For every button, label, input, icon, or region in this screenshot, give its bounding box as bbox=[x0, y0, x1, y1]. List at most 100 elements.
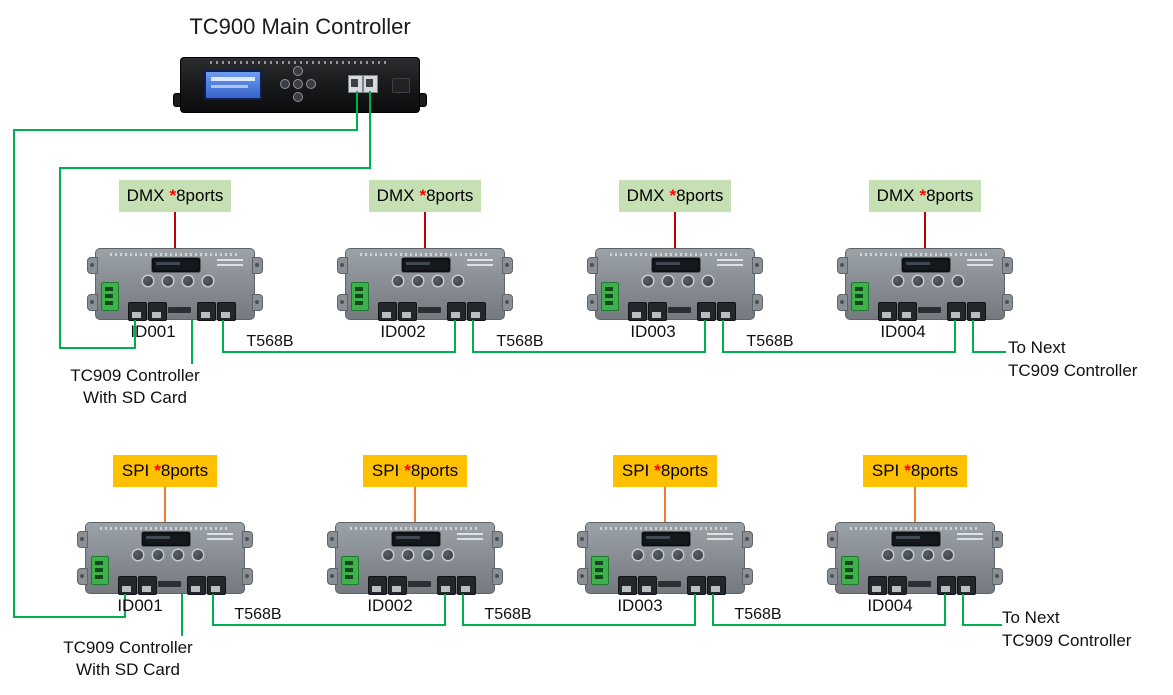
dmx-ports-label: DMX*8ports bbox=[119, 180, 231, 212]
device-id-label: ID002 bbox=[367, 596, 413, 615]
ethernet-port bbox=[368, 576, 387, 595]
cable-type-label: T568B bbox=[746, 333, 794, 350]
device-button bbox=[393, 276, 403, 286]
cable-type-label: T568B bbox=[734, 606, 782, 623]
device-brand-print bbox=[457, 531, 483, 540]
mounting-tab bbox=[87, 294, 98, 311]
device-top-print bbox=[360, 253, 490, 256]
spi-ports-label: SPI*8ports bbox=[363, 455, 467, 487]
device-id-label: ID004 bbox=[867, 596, 913, 615]
mounting-tab bbox=[587, 257, 598, 274]
device-button bbox=[383, 550, 393, 560]
sd-card-slot bbox=[918, 307, 941, 313]
sd-card-slot bbox=[158, 581, 181, 587]
device-top-print bbox=[860, 253, 990, 256]
dmx-label-connectors bbox=[174, 212, 926, 248]
device-display bbox=[392, 532, 440, 546]
dmx-ports-label: DMX*8ports bbox=[369, 180, 481, 212]
device-top-print bbox=[210, 61, 390, 64]
dmx-ports-label: DMX*8ports bbox=[869, 180, 981, 212]
mounting-tab bbox=[992, 568, 1003, 585]
mounting-tab bbox=[587, 294, 598, 311]
ethernet-port bbox=[618, 576, 637, 595]
ethernet-port bbox=[187, 576, 206, 595]
device-button bbox=[923, 550, 933, 560]
ethernet-port bbox=[148, 302, 167, 321]
cable-type-label: T568B bbox=[484, 606, 532, 623]
port-label-text: SPI bbox=[371, 461, 400, 480]
mounting-tab bbox=[242, 531, 253, 548]
port-label-star: * bbox=[404, 461, 411, 480]
device-button bbox=[307, 80, 315, 88]
ethernet-port bbox=[898, 302, 917, 321]
device-button bbox=[133, 550, 143, 560]
mounting-tab bbox=[77, 568, 88, 585]
device-brand-print bbox=[717, 257, 743, 266]
device-button bbox=[443, 550, 453, 560]
tc909-controller-device bbox=[337, 248, 513, 321]
to-next-controller-label: To Next TC909 Controller bbox=[1002, 606, 1131, 652]
spi-ports-label: SPI*8ports bbox=[613, 455, 717, 487]
device-button bbox=[943, 550, 953, 560]
device-body bbox=[335, 522, 495, 595]
device-button bbox=[653, 550, 663, 560]
ethernet-port bbox=[348, 75, 363, 93]
first-device-note: TC909 Controller With SD Card bbox=[40, 365, 230, 409]
port-label-text: 8ports bbox=[910, 461, 959, 480]
ethernet-port bbox=[717, 302, 736, 321]
ethernet-port bbox=[118, 576, 137, 595]
to-next-line1: To Next bbox=[1002, 608, 1060, 627]
mounting-tab bbox=[837, 257, 848, 274]
port-label-text: 8ports bbox=[426, 186, 474, 205]
ethernet-port bbox=[467, 302, 486, 321]
device-body bbox=[585, 522, 745, 595]
ethernet-port bbox=[437, 576, 456, 595]
power-terminal bbox=[601, 282, 619, 311]
port-label-star: * bbox=[904, 461, 911, 480]
mounting-tab bbox=[577, 531, 588, 548]
device-id-label: ID002 bbox=[380, 322, 426, 341]
device-button bbox=[953, 276, 963, 286]
port-label-text: DMX bbox=[126, 186, 165, 205]
ethernet-port bbox=[197, 302, 216, 321]
ethernet-port bbox=[388, 576, 407, 595]
device-button bbox=[663, 276, 673, 286]
device-id-label: ID004 bbox=[880, 322, 926, 341]
port-label-star: * bbox=[654, 461, 661, 480]
device-display bbox=[142, 532, 190, 546]
device-button bbox=[423, 550, 433, 560]
cable-type-label: T568B bbox=[234, 606, 282, 623]
mounting-tab bbox=[252, 294, 263, 311]
device-display bbox=[642, 532, 690, 546]
mounting-tab bbox=[827, 568, 838, 585]
power-terminal bbox=[841, 556, 859, 585]
mounting-tab bbox=[577, 568, 588, 585]
mounting-tab bbox=[242, 568, 253, 585]
ethernet-port bbox=[447, 302, 466, 321]
tc909-controller-device bbox=[587, 248, 763, 321]
mounting-tab bbox=[992, 531, 1003, 548]
device-body bbox=[845, 248, 1005, 321]
device-button bbox=[294, 67, 302, 75]
port-label-star: * bbox=[169, 186, 177, 205]
power-terminal bbox=[101, 282, 119, 311]
device-top-print bbox=[110, 253, 240, 256]
mounting-tab bbox=[837, 294, 848, 311]
port-label-star: * bbox=[154, 461, 161, 480]
device-button bbox=[173, 550, 183, 560]
spi-ports-label: SPI*8ports bbox=[113, 455, 217, 487]
ethernet-port bbox=[707, 576, 726, 595]
device-display bbox=[902, 258, 950, 272]
port-label-text: 8ports bbox=[660, 461, 709, 480]
device-button bbox=[203, 276, 213, 286]
first-device-note: TC909 Controller With SD Card bbox=[33, 637, 223, 681]
port-label-star: * bbox=[419, 186, 427, 205]
power-terminal bbox=[351, 282, 369, 311]
mounting-tab bbox=[1002, 294, 1013, 311]
device-display bbox=[402, 258, 450, 272]
port-label-text: DMX bbox=[376, 186, 415, 205]
device-display bbox=[892, 532, 940, 546]
device-button bbox=[281, 80, 289, 88]
device-button bbox=[403, 550, 413, 560]
